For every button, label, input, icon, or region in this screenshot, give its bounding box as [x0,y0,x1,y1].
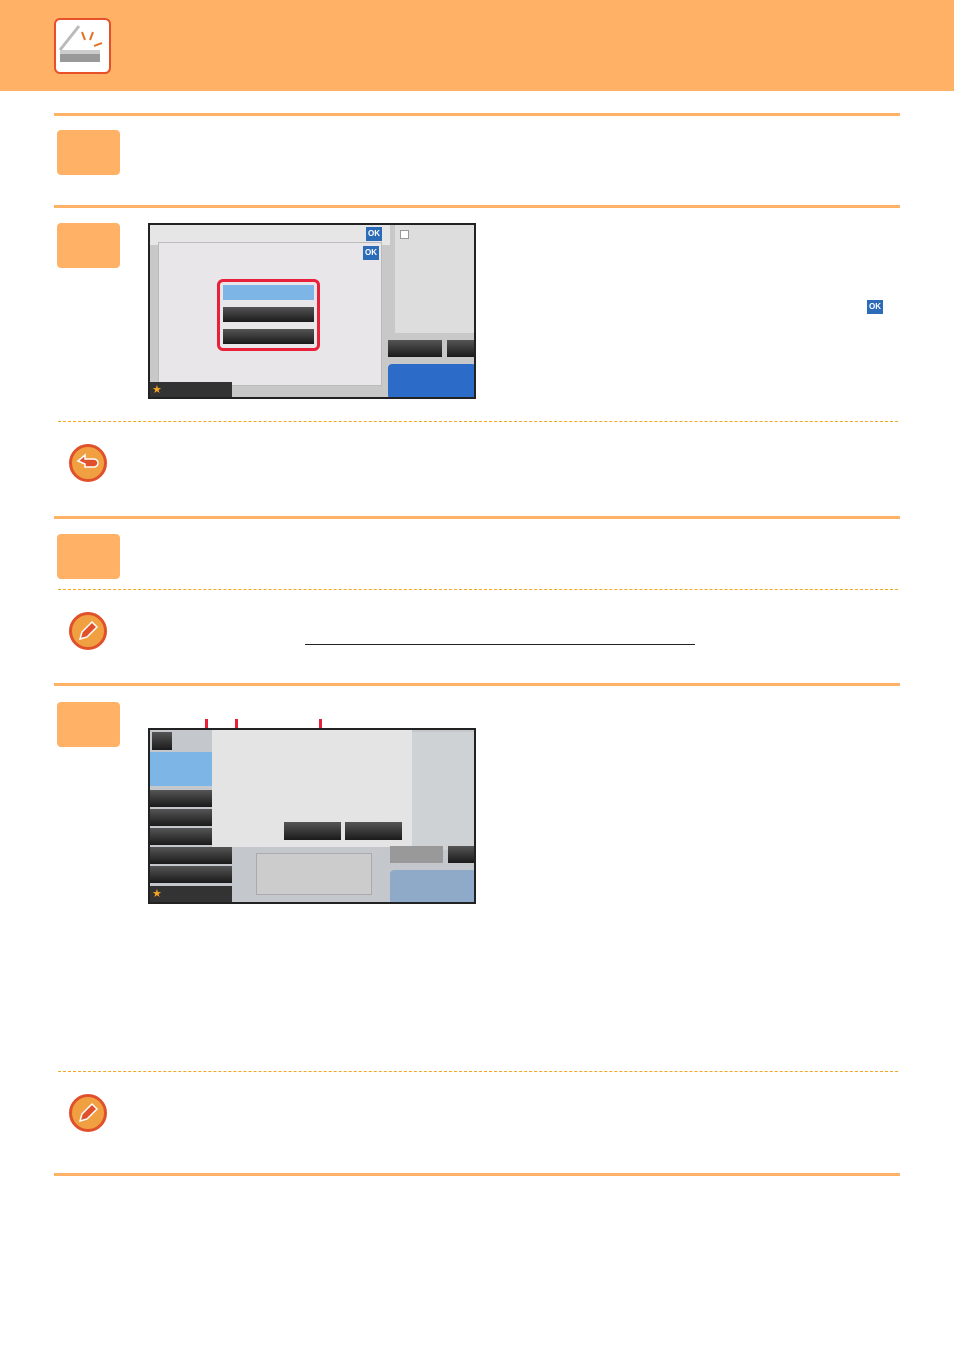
back-arrow-icon [69,444,107,482]
option-selected[interactable] [223,285,314,300]
dialog-button[interactable] [345,822,402,840]
star-icon[interactable]: ★ [152,384,162,396]
button[interactable] [447,340,474,357]
pencil-icon [69,612,107,650]
start-button[interactable] [388,364,474,397]
page-header [0,0,954,91]
section-divider [54,113,900,116]
section-divider [54,205,900,208]
star-icon[interactable]: ★ [152,888,162,900]
scanner-icon [54,18,111,74]
pencil-icon [69,1094,107,1132]
dialog-button[interactable] [284,822,341,840]
step-badge-1 [57,130,120,175]
button[interactable] [152,732,172,750]
section-divider [54,1173,900,1176]
preview-button[interactable] [390,846,443,863]
ok-icon[interactable]: OK [363,246,379,260]
dashed-divider [58,421,898,422]
dashed-divider [58,1071,898,1072]
step-badge-2 [57,223,120,268]
section-divider [54,683,900,686]
highlight-frame [217,279,320,351]
dashed-divider [58,589,898,590]
ok-icon[interactable]: OK [366,227,382,241]
preview-button[interactable] [388,340,442,357]
screen-capture-1: OK OK ★ [148,223,476,399]
start-button[interactable] [390,870,474,902]
menu-item[interactable] [150,828,212,845]
step-badge-3 [57,534,120,579]
button[interactable] [448,846,474,863]
option[interactable] [223,307,314,322]
link-underline[interactable] [305,644,695,645]
menu-item[interactable] [150,809,212,826]
ok-icon: OK [867,300,883,314]
screen-capture-2: ★ [148,728,476,904]
option[interactable] [223,329,314,344]
menu-item[interactable] [150,790,212,807]
menu-item[interactable] [150,847,232,864]
step-badge-4 [57,702,120,747]
checkbox[interactable] [400,230,409,239]
section-divider [54,516,900,519]
menu-item[interactable] [150,866,232,883]
